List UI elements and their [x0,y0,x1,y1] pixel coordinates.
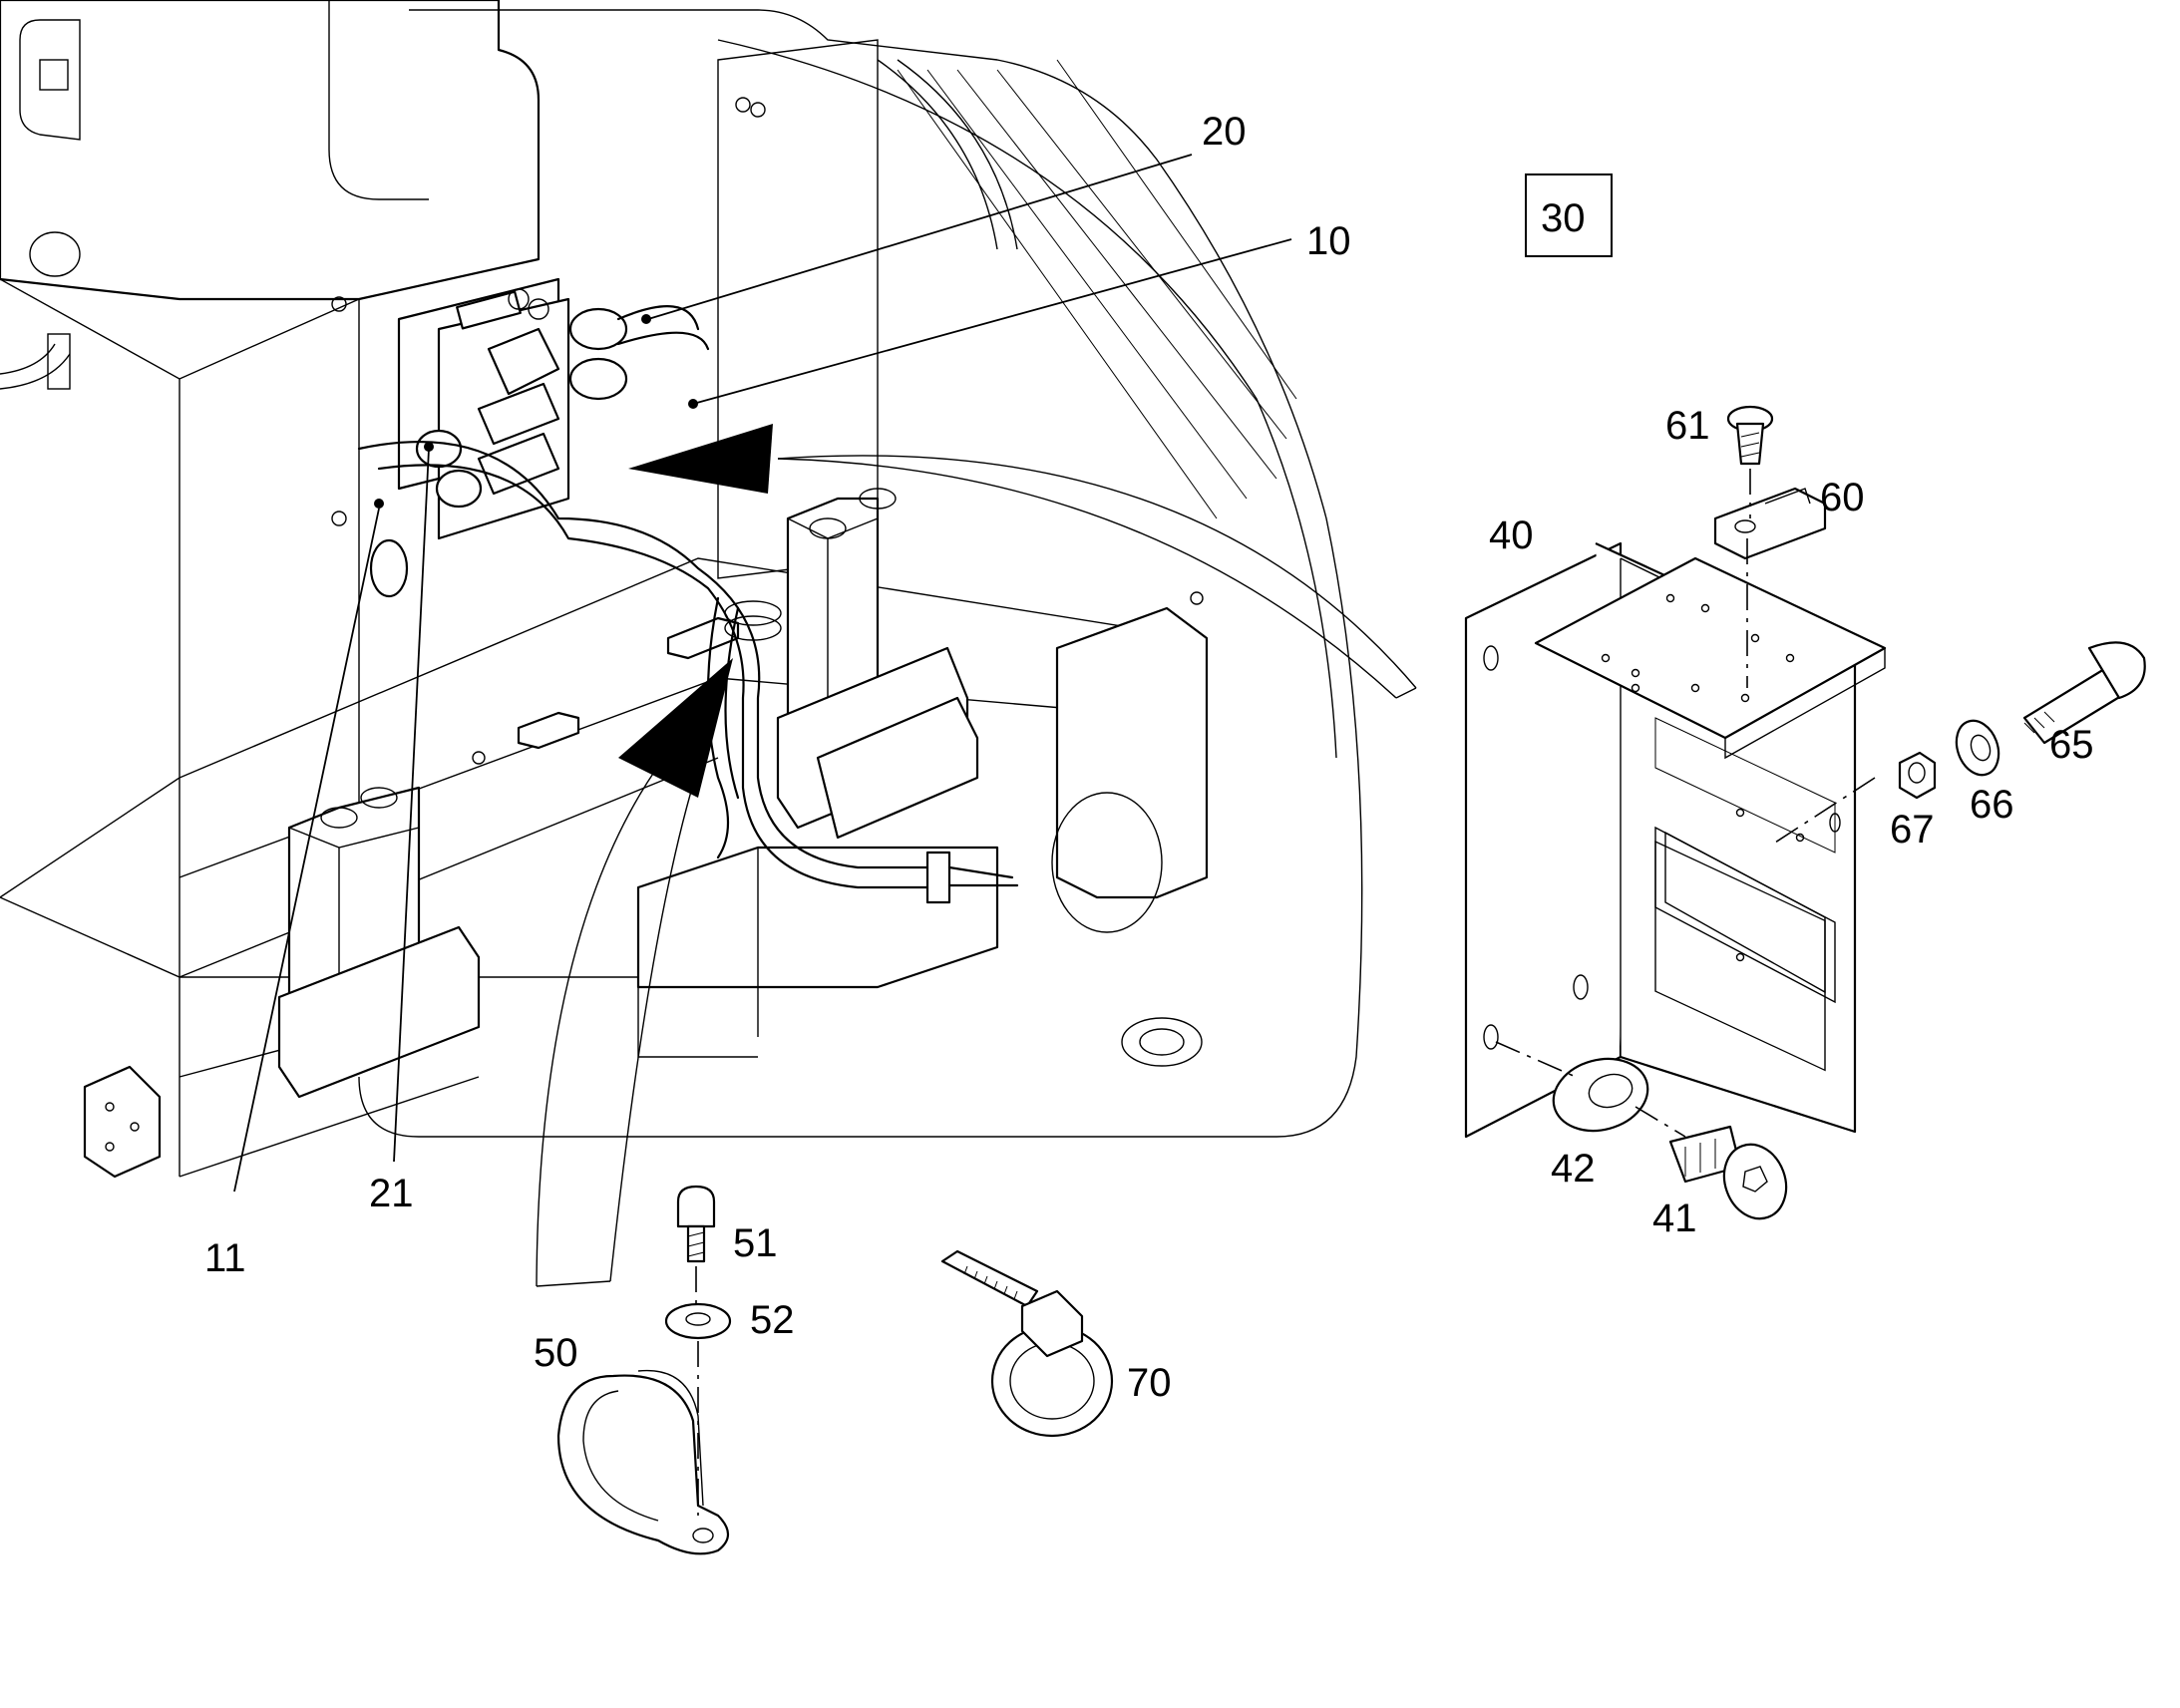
callout-66: 66 [1970,783,2014,827]
screw-41 [1668,1125,1788,1220]
callout-10: 10 [1306,219,1351,263]
washer-52 [664,1302,732,1340]
callout-labels: 20 10 11 21 30 40 41 42 50 51 52 60 61 6… [204,110,2094,1405]
callout-20: 20 [1202,110,1247,154]
bolt-65 [2022,641,2146,745]
callout-51: 51 [733,1221,778,1265]
leader-dot-10 [688,399,698,409]
callout-42: 42 [1551,1147,1596,1191]
clip-60 [1713,487,1827,560]
leader-lines [233,154,1292,1193]
machine-frame [0,0,1363,1179]
screw-51 [676,1185,716,1263]
leader-dot-11 [374,499,384,509]
leader-10 [692,238,1292,405]
leader-dot-21 [424,442,434,452]
arrow-head-bracket [628,424,773,494]
leader-11 [233,508,380,1193]
callout-41: 41 [1652,1196,1697,1240]
callout-61: 61 [1665,404,1710,448]
callout-30: 30 [1541,196,1586,240]
bracket-40 [1464,541,1887,1139]
callout-11: 11 [204,1236,246,1280]
leader-20 [647,154,1193,320]
axis-65-40 [1774,777,1876,844]
washer-66 [1955,719,2000,777]
callout-21: 21 [369,1172,414,1215]
leader-dot-20 [641,314,651,324]
nut-67 [1898,751,1937,800]
install-arrows [536,424,1417,1287]
washer-42 [1552,1057,1649,1133]
axis-42-41 [1635,1106,1686,1138]
cable-tie-70 [940,1249,1114,1438]
callout-box-30 [1525,173,1613,257]
callout-60: 60 [1820,476,1865,519]
callout-65: 65 [2049,723,2094,767]
callout-52: 52 [750,1298,795,1342]
callout-40: 40 [1489,513,1534,557]
screw-61 [1726,405,1774,466]
arrow-head-clamp [618,658,733,798]
clamp-50 [556,1369,730,1555]
connector-assembly [357,277,1019,904]
callout-67: 67 [1890,808,1935,852]
axis-41-40 [1495,1041,1577,1078]
leader-21 [393,448,430,1163]
callout-50: 50 [534,1331,578,1375]
callout-70: 70 [1127,1361,1172,1405]
